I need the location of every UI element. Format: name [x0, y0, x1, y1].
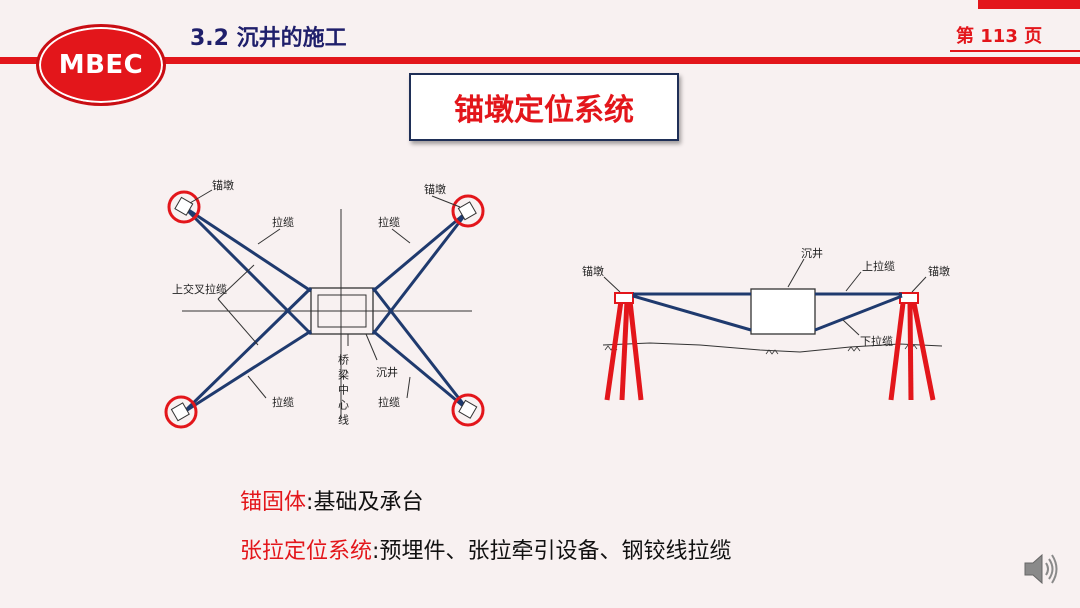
lower-cable-right [814, 294, 903, 332]
body-line-tension-system: 张拉定位系统:预埋件、张拉牵引设备、钢铰线拉缆 [240, 533, 731, 565]
anchor-tl [167, 190, 201, 224]
anchor-br [451, 393, 485, 427]
anchor-right [899, 292, 919, 304]
anchor-body-term: 锚固体 [240, 490, 307, 515]
tension-system-term: 张拉定位系统 [240, 539, 373, 564]
label-anchor-left: 锚墩 [582, 264, 604, 278]
label-cable-br: 拉缆 [378, 395, 400, 409]
body-line-anchor-body: 锚固体:基础及承台 [240, 484, 423, 516]
mbec-logo: MBEC [36, 24, 166, 106]
label-upper-cable: 上拉缆 [862, 259, 895, 273]
right-leader-lines [603, 258, 927, 336]
label-cable-bl: 拉缆 [272, 395, 294, 409]
anchor-tr [451, 194, 485, 228]
page-number: 第 113 页 [956, 26, 1043, 47]
right-tower [888, 302, 936, 401]
header-red-tab [978, 0, 1080, 9]
speaker-icon[interactable] [1022, 551, 1060, 587]
label-anchor-tr: 锚墩 [424, 182, 446, 196]
ground-line [602, 342, 943, 353]
anchor-body-desc: 基础及承台 [313, 490, 424, 515]
header-red-bar [0, 57, 1080, 64]
section-title: 3.2 沉井的施工 [190, 26, 347, 51]
slide-title: 锚墩定位系统 [454, 93, 634, 128]
label-lower-cable: 下拉缆 [860, 334, 893, 348]
cable-br-lower [372, 329, 469, 412]
cable-tl-upper [183, 205, 312, 293]
right-elevation-diagram: 锚墩 沉井 上拉缆 锚墩 下拉缆 [582, 246, 950, 401]
label-cable-tr: 拉缆 [378, 215, 400, 229]
label-cross-cable: 上交叉拉缆 [172, 282, 227, 296]
label-caisson-right: 沉井 [801, 246, 823, 260]
left-leader-lines [189, 189, 461, 399]
cable-bl-lower [183, 329, 312, 414]
cable-bl-upper [182, 286, 313, 414]
cable-br-upper [371, 287, 470, 411]
left-plan-diagram: 锚墩 拉缆 锚墩 拉缆 上交叉拉缆 沉井 拉缆 拉缆 桥梁中心线 [164, 178, 485, 429]
cable-tr-lower [371, 210, 470, 335]
caisson-outer [310, 287, 374, 335]
caisson-elevation [750, 288, 816, 335]
left-tower [604, 300, 644, 401]
anchor-body-sep: : [306, 490, 314, 515]
slide-title-box: 锚墩定位系统 [409, 73, 679, 141]
anchor-bl [164, 395, 198, 429]
label-cable-tl: 拉缆 [272, 215, 294, 229]
caisson-inner [317, 294, 367, 328]
anchor-left [614, 292, 634, 304]
tension-system-desc: 预埋件、张拉牵引设备、钢铰线拉缆 [379, 539, 732, 564]
right-cables [632, 292, 903, 332]
label-caisson-left: 沉井 [376, 365, 398, 379]
tension-system-sep: : [372, 539, 380, 564]
page-number-underline [950, 50, 1080, 52]
label-bridge-centerline: 桥梁中心线 [337, 354, 350, 429]
label-anchor-right: 锚墩 [928, 264, 950, 278]
lower-cable-left [632, 294, 752, 332]
label-anchor-tl: 锚墩 [212, 178, 234, 192]
logo-text: MBEC [58, 50, 144, 80]
cable-tr-upper [372, 209, 469, 293]
